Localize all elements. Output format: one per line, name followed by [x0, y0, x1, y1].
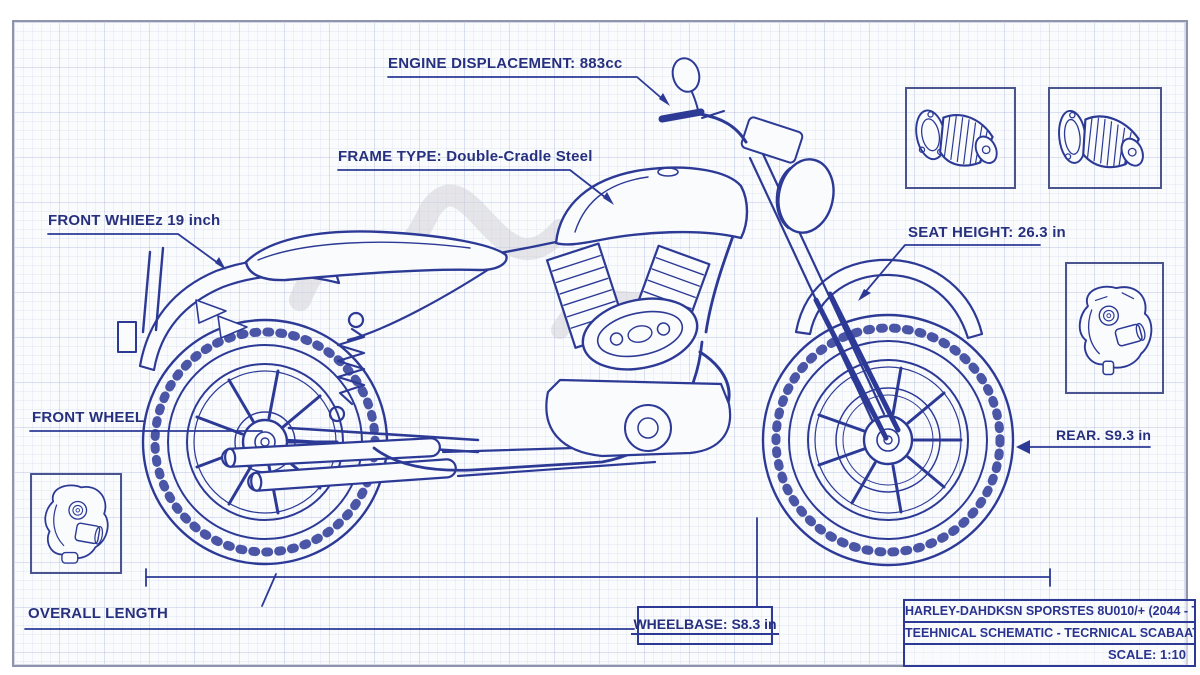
- label-front-wheel-size: FRONT WHIEEz 19 inch: [48, 212, 221, 229]
- title-block-scale: SCALE: 1:10: [1107, 647, 1186, 662]
- seat: [244, 230, 508, 282]
- engine: [545, 242, 732, 458]
- detail-box-air-filter-1: [905, 87, 1016, 189]
- detail-box-brake-caliper-right: [1065, 262, 1164, 394]
- title-block: HARLEY-DAHDKSN SPORSTES 8U010/+ (2044 - …: [903, 599, 1196, 667]
- dimension-lines: [24, 76, 1151, 630]
- rear-fender: [117, 246, 341, 372]
- leader-frame: [337, 169, 611, 202]
- title-block-line2: TEEHNICAL SCHEMATIC - TECRNICAL SCABAATI…: [905, 623, 1194, 645]
- front-wheel-drawing: [761, 313, 1015, 567]
- label-overall-length: OVERALL LENGTH: [28, 605, 169, 622]
- label-frame-type: FRAME TYPE: Double-Cradle Steel: [338, 148, 593, 165]
- front-end: [658, 57, 984, 441]
- fuel-tank: [554, 166, 749, 246]
- title-block-line1: HARLEY-DAHDKSN SPORSTES 8U010/+ (2044 - …: [905, 601, 1194, 623]
- label-rear-dimension: REAR. S9.3 in: [1056, 427, 1152, 443]
- air-cleaner-cover: [581, 297, 699, 371]
- label-front-wheel: FRONT WHEEL: [32, 409, 145, 426]
- label-seat-height: SEAT HEIGHT: 26.3 in: [908, 224, 1066, 241]
- leader-arrowheads: [215, 93, 1030, 454]
- leader-front-wheel-size: [47, 233, 223, 267]
- leader-seat-height: [861, 244, 1041, 297]
- detail-box-air-filter-2: [1048, 87, 1162, 189]
- label-engine-displacement: ENGINE DISPLACEMENT: 883cc: [388, 55, 623, 72]
- label-wheelbase: WHEELBASE: S8.3 in: [631, 606, 779, 645]
- detail-box-brake-caliper-left: [30, 473, 122, 574]
- rear-shock: [328, 311, 366, 423]
- leader-engine: [387, 76, 667, 103]
